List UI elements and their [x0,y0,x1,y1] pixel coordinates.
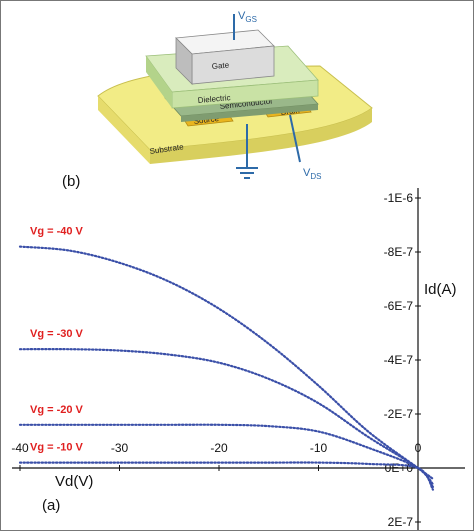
y-tick-label: 2E-7 [388,515,414,529]
panel-a-label: (a) [42,497,60,514]
series-line-3 [18,423,435,488]
series-label-4: Vg = -10 V [30,442,84,454]
series-line-1 [18,245,435,480]
x-tick-label: -20 [210,441,228,455]
substrate-side [98,96,150,164]
x-tick-label: -10 [310,441,328,455]
y-axis-title: Id(A) [424,281,457,298]
y-tick-label: -2E-7 [384,407,414,421]
y-tick-label: -1E-6 [384,191,414,205]
series-label-3: Vg = -20 V [30,404,84,416]
vds-wire [289,114,301,163]
ground-symbol-icon [236,167,258,179]
x-tick-label: 0 [415,441,422,455]
series-line-4 [18,461,435,491]
x-tick-label: -30 [111,441,129,455]
y-tick-label: -4E-7 [384,353,414,367]
series-label-1: Vg = -40 V [30,226,84,238]
vds-label: VDS [303,167,321,181]
vgs-label: VGS [238,10,257,24]
substrate-front [150,108,372,164]
semiconductor-front [181,104,318,122]
series-line-2 [18,348,435,486]
y-tick-label: -8E-7 [384,245,414,259]
x-tick-label: -40 [11,441,29,455]
dielectric-label: Dielectric [197,93,231,105]
gate-label: Gate [211,60,230,71]
x-axis-title: Vd(V) [55,473,93,490]
series-label-2: Vg = -30 V [30,328,84,340]
dielectric-side [146,56,172,108]
y-tick-label: -6E-7 [384,299,414,313]
gate-side [175,37,193,85]
panel-b-label: (b) [62,173,80,190]
